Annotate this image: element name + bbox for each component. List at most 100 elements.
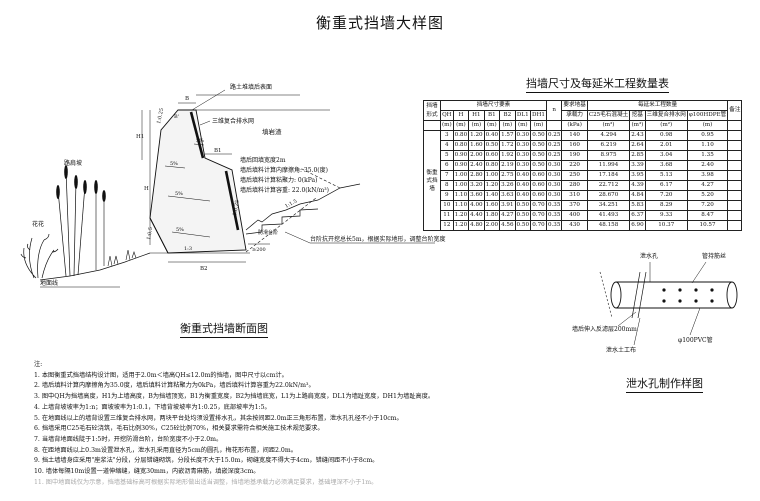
table-cell: 3.39 (629, 160, 646, 171)
label-foot-note: 台阶抗开挖总长5m，根据实际地形，调整台阶宽度 (310, 235, 446, 243)
drain-label-filter: 墙后伸入反滤层200mm (572, 325, 637, 333)
label-flower: 花花 (32, 220, 44, 228)
drain-label-cloth: 管持筋丝 (702, 252, 726, 260)
drain-layer-line (189, 111, 205, 159)
label-h: H (144, 186, 149, 192)
table-cell: 1.72 (499, 140, 516, 151)
table-cell: 0.50 (530, 140, 547, 151)
table-cell-remark (727, 140, 743, 151)
table-cell: 1.10 (452, 190, 470, 201)
quantity-table: 挡墙形式 挡墙尺寸要素 n 要求地基 每延米工程数量 备注 QH H H1 B1… (423, 100, 743, 231)
note-line: 5. 在地面线以上的墙背设置三维复合排水网，两块平台处均须设置排水孔，其余按间距… (34, 414, 403, 422)
table-cell: 0.35 (545, 200, 563, 211)
table-cell: 3.95 (629, 170, 646, 181)
table-cell: 0.25 (545, 150, 563, 161)
table-cell: 9.33 (644, 210, 688, 221)
table-cell: 10 (440, 200, 454, 211)
th-qh: QH (440, 110, 454, 121)
notes-heading: 注: (34, 361, 43, 368)
drain-label-hole: 泄水孔 (640, 252, 658, 260)
table-cell: 8.47 (686, 210, 729, 221)
table-cell: 3.91 (499, 200, 516, 211)
table-cell: 0.60 (483, 150, 501, 161)
th-remark: 备注 (727, 100, 743, 121)
table-cell: 8 (440, 180, 454, 191)
label-info-4: 墙后填料计算容重: 22.0(kN/m³) (240, 186, 329, 194)
th-b2: B2 (499, 110, 516, 121)
table-cell-remark (727, 220, 743, 231)
table-cell: 0.50 (530, 160, 547, 171)
table-cell: 160 (561, 140, 588, 151)
table-cell: 1.10 (686, 140, 729, 151)
table-cell: 2.40 (686, 160, 729, 171)
th-excavation: 挖基 (629, 110, 646, 121)
note-line: 3. 图中QH为挡墙高度，H1为上墙高度，B为挡墙顶宽，B1为衡重宽度，B2为挡… (34, 393, 435, 401)
table-cell: 5 (440, 150, 454, 161)
table-cell: 0.60 (530, 180, 547, 191)
table-cell: 0.25 (545, 140, 563, 151)
table-cell: 28.670 (586, 190, 631, 201)
table-cell: 0.95 (686, 130, 729, 141)
table-cell: 5.20 (686, 190, 729, 201)
table-cell: 1.00 (452, 180, 470, 191)
drain-label-pipe: φ100PVC管 (678, 336, 713, 344)
th-hdpe: φ100HDPE管 (686, 110, 729, 121)
table-cell: 430 (561, 220, 588, 231)
table-cell: 1.40 (483, 190, 501, 201)
note-line: 7. 当墙背地面线陡于1:5时，开挖防滑台阶，台阶宽度不小于2.0m。 (34, 435, 223, 443)
table-cell: 6.17 (644, 180, 688, 191)
table-cell: 0.50 (530, 150, 547, 161)
table-cell: 6.37 (629, 210, 646, 221)
label-road-slope: 路肩坡 (64, 159, 82, 167)
table-cell: 6.219 (586, 140, 631, 151)
table-cell-remark (727, 150, 743, 161)
table-cell: 0.30 (545, 170, 563, 181)
label-dim-200: ≥200 (252, 247, 266, 253)
benching (245, 208, 319, 235)
table-cell: 10.57 (686, 220, 729, 231)
table-cell: 4.27 (499, 210, 516, 221)
note-line: 2. 墙后填料计算内摩擦角为35.0度，墙后填料计算粘聚力为0kPa，墙后填料计… (34, 382, 315, 390)
label-ratio-top: 1:0.25 (156, 108, 165, 125)
ground-line-back (245, 183, 361, 231)
table-cell: 9 (440, 190, 454, 201)
label-ratio-mid: 1:0.25 (232, 200, 241, 217)
table-cell-remark (727, 210, 743, 221)
note-line: 1. 本图衡重式挡墙结构设计图，适用于2.0m＜墙高QH≤12.0m的挡墙，图中… (34, 371, 288, 379)
th-group-qty: 每延米工程数量 (586, 100, 729, 111)
label-drain-layer: 三维复合排水网 (212, 117, 254, 125)
table-cell: 3.98 (686, 170, 729, 181)
table-cell: 4.00 (468, 200, 485, 211)
table-cell: 220 (561, 160, 588, 171)
table-cell: 12 (440, 220, 454, 231)
label-slope-1: 5% (196, 138, 204, 144)
table-cell: 4.84 (629, 190, 646, 201)
table-cell: 370 (561, 200, 588, 211)
table-cell: 0.50 (530, 130, 547, 141)
th-dh1: DH1 (530, 110, 547, 121)
table-cell: 0.80 (483, 160, 501, 171)
note-line: 9. 挡土墙墙身应采用"座浆法"分段，分层错缝砌筑，分段长度不大于15.0m，砌… (34, 457, 379, 465)
label-slope-2: 5% (170, 161, 178, 167)
units-row: (m) (m) (m) (m) (m) (m) (m) (kPa) (m³) (… (423, 120, 743, 131)
label-fill-surface: 路土堆填后表面 (230, 83, 272, 91)
table-cell: 1.00 (483, 170, 501, 181)
table-cell: 2.80 (468, 170, 485, 181)
table-cell: 400 (561, 210, 588, 221)
table-cell: 3.26 (499, 180, 516, 191)
table-cell: 0.35 (545, 220, 563, 231)
table-cell: 7.20 (644, 190, 688, 201)
note-line: 10. 墙体每隔10m设置一道伸缩缝，缝宽30mm，内嵌沥青麻筋，填嵌深度3cm… (34, 468, 260, 476)
table-cell: 0.30 (514, 140, 532, 151)
table-cell: 48.158 (586, 220, 631, 231)
table-cell: 0.80 (452, 130, 470, 141)
wall-type-cell: 衡重式挡墙 (423, 130, 441, 231)
table-cell: 4.80 (468, 220, 485, 231)
th-concrete: C25毛石混凝土 (586, 110, 631, 121)
table-cell: 310 (561, 190, 588, 201)
